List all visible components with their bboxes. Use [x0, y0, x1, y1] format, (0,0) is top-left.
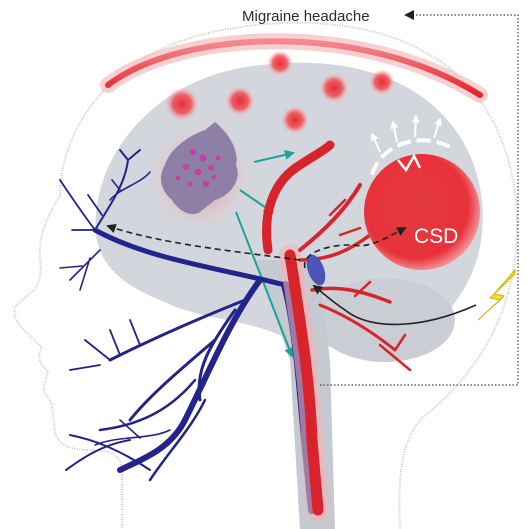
- arrow-icon: [404, 10, 414, 20]
- pain-spot: [165, 87, 199, 121]
- pain-spot: [225, 86, 255, 116]
- pain-spot: [369, 69, 395, 95]
- migraine-headache-label: Migraine headache: [242, 8, 370, 25]
- csd-label: CSD: [414, 225, 458, 248]
- pain-spot: [281, 106, 309, 134]
- pain-spot: [319, 73, 349, 103]
- csd-sphere: [364, 154, 480, 270]
- pain-spot: [267, 50, 293, 76]
